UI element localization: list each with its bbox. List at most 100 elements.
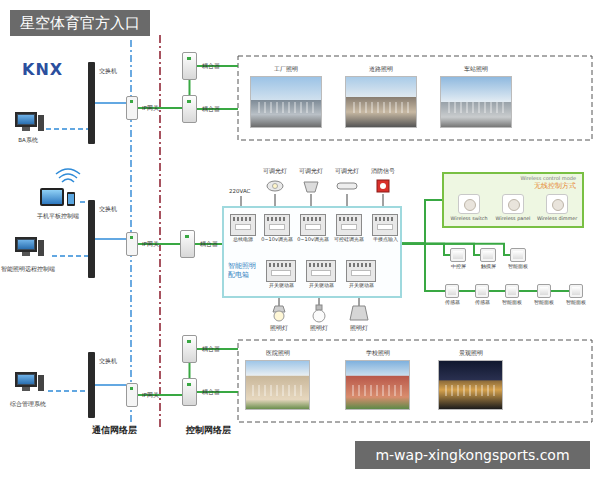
- photo-image: [438, 360, 503, 410]
- photo-caption: 医院照明: [245, 350, 310, 357]
- photo-image: [250, 76, 322, 128]
- device-face: [513, 251, 523, 259]
- node-caption: 传感器: [475, 300, 490, 306]
- din-module: 总线电源: [230, 214, 256, 236]
- ip-gateway: IP网关: [126, 96, 138, 120]
- computer-node: BA系统: [10, 112, 46, 146]
- application-photo: 道路照明: [345, 66, 417, 128]
- bus-coupler: 耦合器: [182, 52, 197, 80]
- connector-line: [95, 102, 126, 104]
- device-face: [540, 287, 548, 295]
- lamp-label: 可调光灯: [335, 168, 359, 175]
- status-led: [130, 100, 133, 103]
- computer-node: 智能照明远程控制端: [4, 237, 52, 275]
- module-label: [351, 270, 371, 276]
- node-caption: 耦合器: [202, 346, 220, 352]
- field-device: 智能面板: [505, 284, 519, 298]
- pc-tower: [38, 115, 44, 131]
- bus-coupler: 耦合器: [182, 335, 197, 363]
- lamp-label: 照明灯: [310, 325, 328, 332]
- photo-caption: 车站照明: [440, 66, 512, 73]
- watermark: 星空体育官方入口: [10, 10, 150, 36]
- photo-caption: 学校照明: [345, 350, 410, 357]
- fire-signal-symbol: [377, 180, 389, 192]
- node-caption: IP网关: [142, 105, 159, 111]
- tablet-screen: [42, 190, 62, 204]
- lamp-label: 照明灯: [350, 325, 368, 332]
- wireless-device-face: [464, 199, 476, 211]
- node-caption: 0~10v调光器: [261, 237, 293, 243]
- field-device: 传感器: [445, 284, 459, 298]
- module-label: [341, 224, 357, 230]
- photo-image: [345, 360, 410, 410]
- terminal-strip: [303, 217, 323, 221]
- monitor-icon: [15, 372, 37, 387]
- ip-gateway: IP网关: [126, 232, 138, 256]
- node-caption: 智能面板: [502, 300, 522, 306]
- node-caption: 可控硅调光器: [334, 237, 364, 243]
- connector-line: [52, 255, 88, 257]
- device-face: [448, 287, 456, 295]
- node-caption: Wireless dimmer: [537, 216, 577, 221]
- tablet-node: 手机平板控制端: [36, 182, 80, 222]
- node-caption: 综合管理系统: [10, 401, 46, 407]
- din-module: 干接点输入: [372, 214, 398, 236]
- photo-windows: [258, 102, 314, 113]
- layer-label: 控制网络层: [186, 424, 231, 437]
- node-caption: 触摸屏: [481, 264, 496, 270]
- application-photo: 医院照明: [245, 350, 310, 410]
- node-caption: 0~10v调光器: [297, 237, 329, 243]
- device-face: [483, 251, 493, 259]
- node-caption: 耦合器: [202, 389, 220, 395]
- monitor-screen: [18, 375, 34, 384]
- connector-line: [95, 238, 126, 240]
- node-caption: 手机平板控制端: [37, 213, 79, 219]
- monitor-icon: [15, 237, 37, 252]
- photo-windows: [353, 102, 409, 113]
- node-caption: 干接点输入: [373, 237, 398, 243]
- node-caption: 智能面板: [566, 300, 586, 306]
- device-face: [508, 287, 516, 295]
- din-module: 0~10v调光器: [264, 214, 290, 236]
- node-caption: 开关驱动器: [309, 283, 334, 289]
- application-photo: 学校照明: [345, 350, 410, 410]
- connector-line: [48, 390, 88, 392]
- downlight-symbol: [267, 181, 283, 191]
- wireless-panel: Wireless control mode无线控制方式Wireless swit…: [442, 172, 584, 228]
- field-device: 智能面板: [510, 248, 526, 262]
- lamp-label: 可调光灯: [263, 168, 287, 175]
- status-led: [187, 340, 191, 343]
- phone-icon: [67, 192, 75, 206]
- photo-caption: 工厂照明: [250, 66, 322, 73]
- tube-lamp-symbol: [337, 183, 357, 189]
- pc-tower: [38, 375, 44, 391]
- phone-screen: [68, 194, 74, 204]
- lamp-symbol: [274, 311, 284, 321]
- photo-windows: [445, 385, 495, 396]
- connector-line: [402, 244, 445, 291]
- module-label: [311, 270, 331, 276]
- wireless-device-face: [552, 199, 564, 211]
- wire: [279, 298, 280, 306]
- din-module: 开关驱动器: [266, 260, 296, 282]
- module-label: [269, 224, 285, 230]
- node-caption: 总线电源: [233, 237, 253, 243]
- panel-heading: 无线控制方式: [534, 183, 576, 191]
- node-caption: 智能照明远程控制端: [1, 266, 55, 272]
- application-photo: 景观照明: [438, 350, 503, 410]
- wireless-device-icon: [502, 194, 524, 214]
- node-caption: 开关驱动器: [349, 283, 374, 289]
- node-caption: IP网关: [142, 392, 159, 398]
- bulb-symbol: [313, 310, 325, 322]
- monitor-stand: [22, 127, 30, 131]
- din-module: 0~10v调光器: [300, 214, 326, 236]
- monitor-screen: [18, 115, 34, 124]
- spotlight-symbol: [304, 182, 318, 192]
- node-caption: 智能面板: [534, 300, 554, 306]
- node-caption: Wireless switch: [451, 216, 488, 221]
- terminal-strip: [269, 263, 293, 267]
- node-caption: BA系统: [18, 137, 38, 143]
- din-module: 开关驱动器: [306, 260, 336, 282]
- wireless-device-icon: [458, 194, 480, 214]
- fire-signal-symbol: [380, 183, 386, 189]
